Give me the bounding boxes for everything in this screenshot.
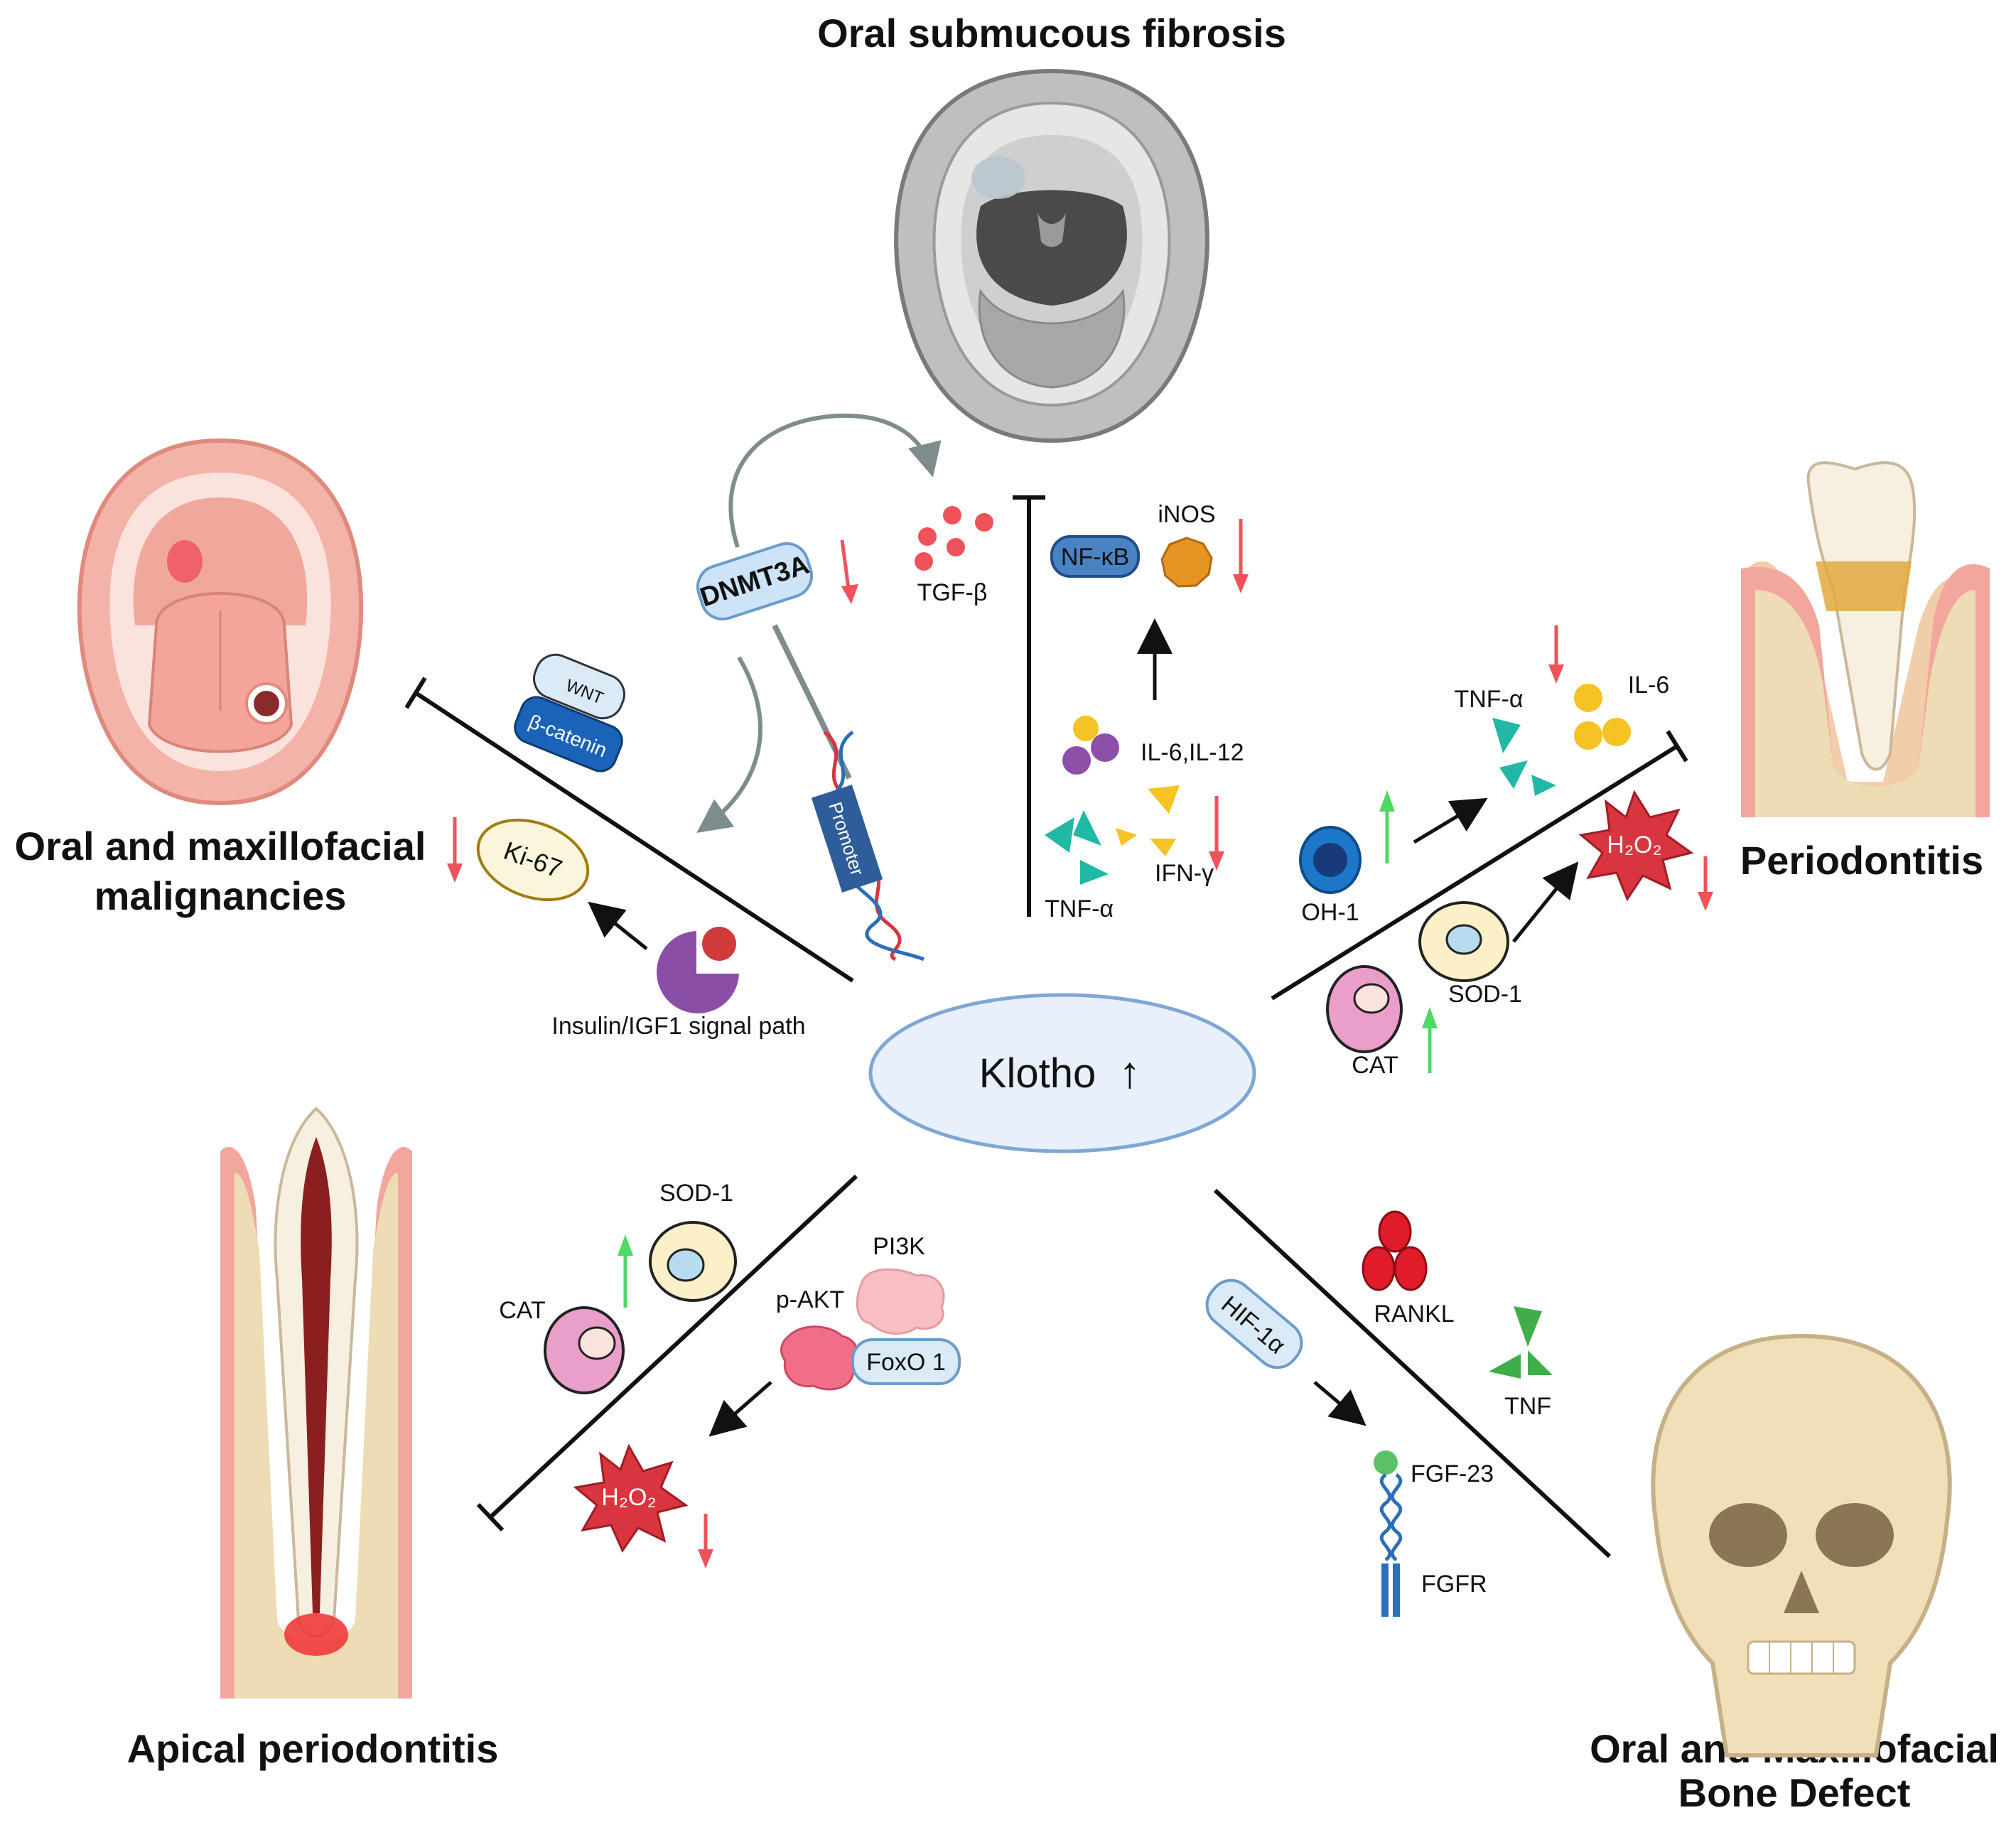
cat-cell-icon xyxy=(1326,965,1403,1053)
klotho-up-arrow-icon: ↑ xyxy=(1119,1048,1141,1097)
pakt-protein-icon xyxy=(780,1325,860,1391)
pi3k-protein-icon xyxy=(856,1268,945,1335)
rankl-icon xyxy=(1362,1210,1428,1291)
hif1a-badge xyxy=(1205,1278,1303,1369)
promoter-dna-icon xyxy=(811,731,925,962)
oh1-label: OH-1 xyxy=(1301,899,1359,926)
nfkb-badge xyxy=(1050,535,1140,578)
foxo1-to-h2o2-arrow xyxy=(708,1381,772,1437)
title-apical-periodontitis: Apical periodontitis xyxy=(127,1726,499,1771)
apical-tooth-illustration xyxy=(220,1107,412,1699)
tnf-alpha-label-fibrosis: TNF-α xyxy=(1045,895,1114,922)
tnf-triangles-icon xyxy=(1489,1306,1553,1379)
cat-cell-icon xyxy=(544,1306,625,1394)
down-arrow-icon xyxy=(1233,519,1249,593)
pi3k-label: PI3K xyxy=(873,1233,925,1260)
ki67-ellipse xyxy=(476,818,590,902)
inhibit-line-apical xyxy=(488,1174,858,1519)
insulin-to-ki67-arrow xyxy=(588,901,648,950)
h2o2-label-perio: H₂O₂ xyxy=(1607,831,1661,858)
tnf-alpha-triangles-icon xyxy=(1045,810,1109,885)
apical-cluster: SOD-1 CAT PI3K p-AKT FoxO 1 H₂O₂ xyxy=(499,1180,961,1568)
sod1-cell-icon xyxy=(649,1221,737,1302)
dnmt3a-to-tgfb-arrow xyxy=(728,413,942,548)
bone-cluster: RANKL TNF HIF-1α FGF-23 FGFR xyxy=(1205,1210,1553,1617)
insulin-igf1-receptor-icon xyxy=(657,927,739,1013)
fgf23-fgfr-receptor-icon xyxy=(1374,1450,1403,1617)
inhibit-bar-periodontitis xyxy=(1666,730,1688,763)
tnf-alpha-triangles-icon xyxy=(1492,718,1556,796)
insulin-igf1-label: Insulin/IGF1 signal path xyxy=(551,1013,805,1040)
up-arrow-icon xyxy=(618,1234,633,1308)
h2o2-burst-icon xyxy=(573,1443,689,1554)
inos-label: iNOS xyxy=(1158,501,1215,528)
down-arrow-icon xyxy=(698,1514,713,1568)
sod1-label-apical: SOD-1 xyxy=(659,1180,733,1207)
down-arrow-icon xyxy=(1548,625,1564,684)
cat-label-apical: CAT xyxy=(499,1297,545,1324)
down-arrow-icon xyxy=(1209,796,1224,871)
inhibition-lines xyxy=(404,495,1688,1558)
title-periodontitis: Periodontitis xyxy=(1740,838,1983,883)
fgf23-label: FGF-23 xyxy=(1411,1460,1494,1487)
ifn-gamma-label: IFN-γ xyxy=(1155,860,1214,887)
dnmt3a-badge xyxy=(696,542,814,621)
sod1-label-perio: SOD-1 xyxy=(1448,981,1522,1008)
il6-spheres-icon xyxy=(1574,684,1631,750)
foxo1-badge xyxy=(851,1338,961,1385)
periodontitis-cluster: TNF-α IL-6 OH-1 H₂O₂ SOD-1 xyxy=(1299,625,1713,1079)
sod1-to-h2o2-arrow xyxy=(1512,861,1579,943)
beta-catenin-badge xyxy=(514,696,623,772)
open-mouth-gray-illustration xyxy=(894,68,1209,443)
wnt-badge xyxy=(533,653,625,720)
inhibit-line-malignancy xyxy=(414,691,854,983)
tnf-alpha-label-perio: TNF-α xyxy=(1454,686,1523,713)
foxo1-label: FoxO 1 xyxy=(866,1349,945,1376)
hif1a-to-fgf23-arrow xyxy=(1313,1381,1367,1426)
skull-illustration xyxy=(1651,1333,1952,1757)
tgf-beta-label: TGF-β xyxy=(917,579,988,606)
dnmt3a-to-promoter-line xyxy=(772,624,852,780)
tnf-label: TNF xyxy=(1504,1393,1551,1420)
h2o2-burst-icon xyxy=(1578,790,1694,902)
inhibit-bar-malignancy xyxy=(404,677,427,709)
down-arrow-icon xyxy=(447,817,463,883)
title-oral-submucous-fibrosis: Oral submucous fibrosis xyxy=(817,11,1286,55)
inhibit-line-periodontitis xyxy=(1271,744,1678,1001)
up-arrow-icon xyxy=(1422,1007,1438,1073)
klotho-label: Klotho xyxy=(979,1050,1096,1097)
il6-il12-label: IL-6,IL-12 xyxy=(1141,739,1244,766)
ifn-gamma-icon xyxy=(1116,785,1180,856)
down-arrow-icon xyxy=(840,539,858,604)
rankl-label: RANKL xyxy=(1374,1301,1454,1328)
il6-il12-icon xyxy=(1062,716,1119,775)
tgf-beta-icon xyxy=(915,506,993,571)
il6-label: IL-6 xyxy=(1628,672,1670,699)
sod1-cell-icon xyxy=(1418,901,1509,982)
malignancy-cluster: WNT β-catenin Ki-67 Insulin/IGF1 signal … xyxy=(447,653,806,1040)
klotho-ellipse xyxy=(868,993,1256,1153)
title-malignancies-line1: Oral and maxillofacial xyxy=(15,824,426,868)
dnmt3a-down-arrow xyxy=(696,656,762,834)
down-arrow-icon xyxy=(1698,856,1713,911)
h2o2-label-apical: H₂O₂ xyxy=(601,1484,656,1511)
oh1-to-tnf-arrow xyxy=(1413,797,1488,844)
periodontitis-tooth-illustration xyxy=(1741,461,1990,817)
link-line-bone xyxy=(1213,1188,1612,1558)
pakt-label: p-AKT xyxy=(776,1286,844,1313)
oh1-cell-icon xyxy=(1299,826,1362,894)
up-arrow-icon xyxy=(1379,790,1395,863)
inos-octagon-icon xyxy=(1160,537,1213,588)
fgfr-label: FGFR xyxy=(1421,1571,1487,1598)
title-malignancies-line2: malignancies xyxy=(95,873,347,918)
title-bone-defect-line2: Bone Defect xyxy=(1678,1770,1911,1815)
cat-label-perio: CAT xyxy=(1352,1052,1398,1079)
inhibit-bar-apical xyxy=(476,1502,505,1532)
nfkb-label: NF-κB xyxy=(1061,544,1129,571)
fibrosis-cluster: DNMT3A Promoter TGF-β NF-κB iNOS IL-6,IL… xyxy=(696,413,1249,962)
open-mouth-pink-illustration xyxy=(77,438,364,806)
klotho-node: Klotho ↑ xyxy=(868,993,1256,1153)
